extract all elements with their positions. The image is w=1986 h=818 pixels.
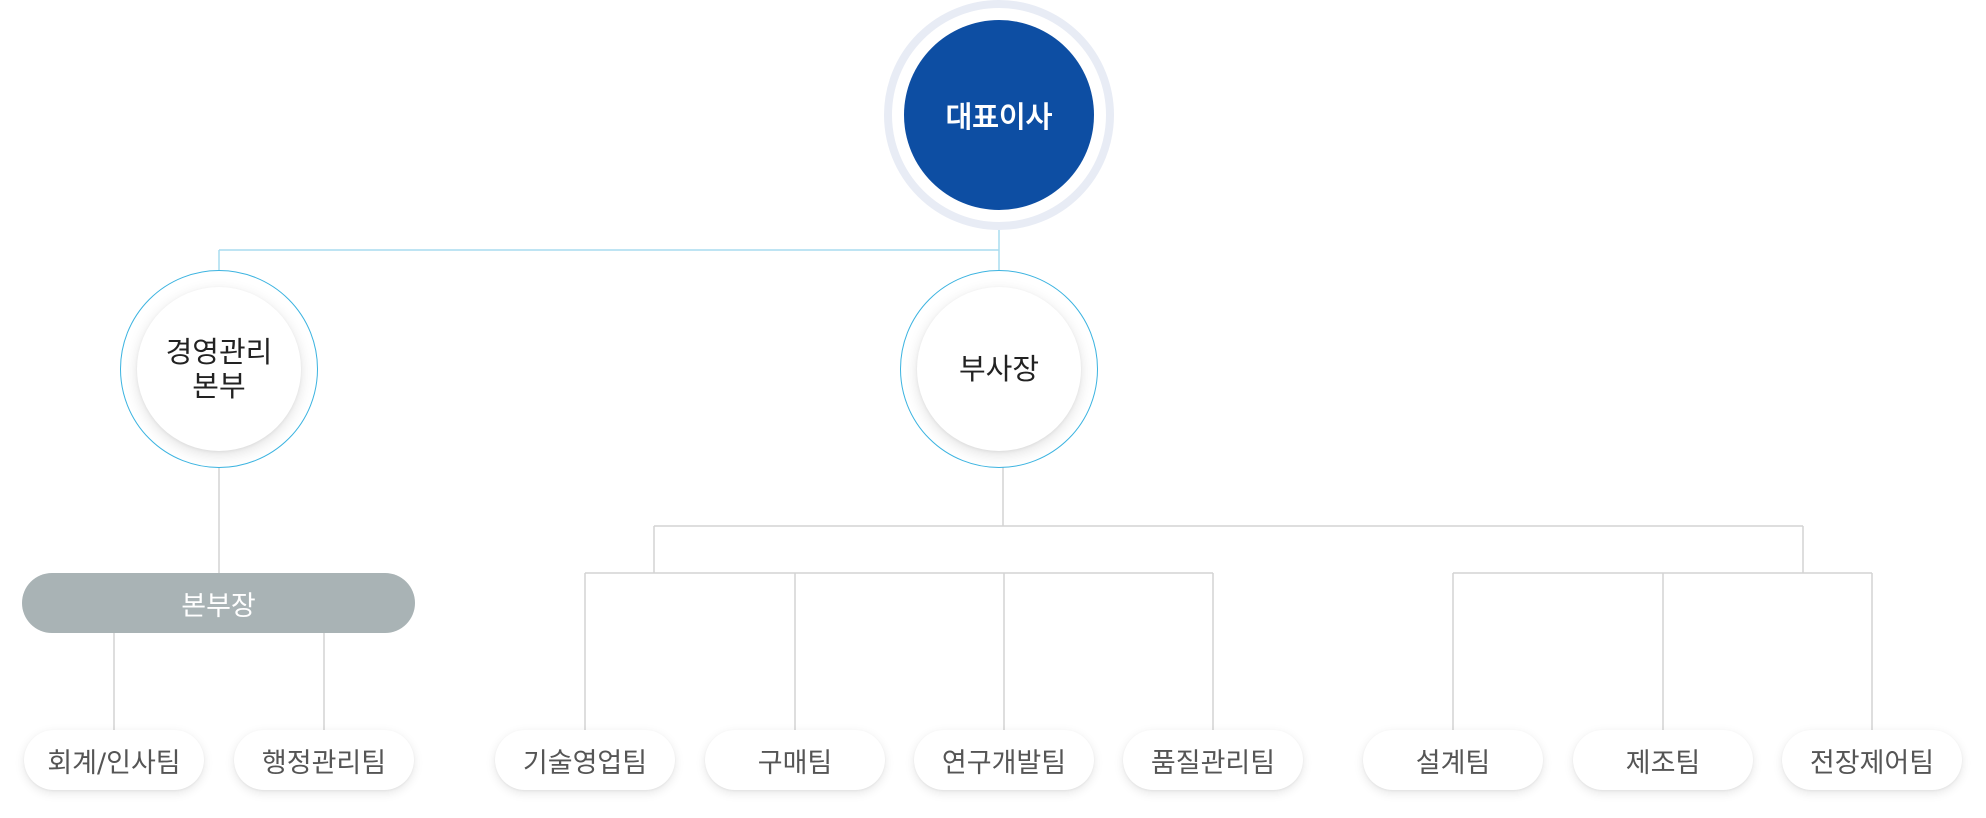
team-control[interactable]: 전장제어팀 [1782, 730, 1962, 790]
team-rnd[interactable]: 연구개발팀 [914, 730, 1094, 790]
team-design[interactable]: 설계팀 [1363, 730, 1543, 790]
ceo-node[interactable]: 대표이사 [904, 20, 1094, 210]
ceo-label: 대표이사 [945, 100, 1053, 134]
management-division-node[interactable]: 경영관리 본부 [137, 287, 301, 451]
head-of-division-pill[interactable]: 본부장 [22, 573, 415, 633]
vp-division-label: 부사장 [958, 352, 1040, 386]
team-accounting-hr[interactable]: 회계/인사팀 [24, 730, 204, 790]
team-label: 설계팀 [1415, 747, 1491, 779]
team-label: 행정관리팀 [261, 747, 387, 779]
management-division-label-line2: 본부 [192, 369, 246, 403]
team-label: 전장제어팀 [1809, 747, 1935, 779]
vp-division-node[interactable]: 부사장 [917, 287, 1081, 451]
team-purchasing[interactable]: 구매팀 [705, 730, 885, 790]
team-label: 품질관리팀 [1150, 747, 1276, 779]
head-of-division-label: 본부장 [181, 590, 256, 622]
team-label: 연구개발팀 [941, 747, 1067, 779]
team-admin[interactable]: 행정관리팀 [234, 730, 414, 790]
team-manufacturing[interactable]: 제조팀 [1573, 730, 1753, 790]
team-label: 제조팀 [1625, 747, 1701, 779]
team-quality[interactable]: 품질관리팀 [1123, 730, 1303, 790]
team-label: 회계/인사팀 [47, 747, 181, 779]
team-tech-sales[interactable]: 기술영업팀 [495, 730, 675, 790]
management-division-label-line1: 경영관리 [165, 335, 273, 369]
team-label: 구매팀 [757, 747, 833, 779]
team-label: 기술영업팀 [522, 747, 648, 779]
